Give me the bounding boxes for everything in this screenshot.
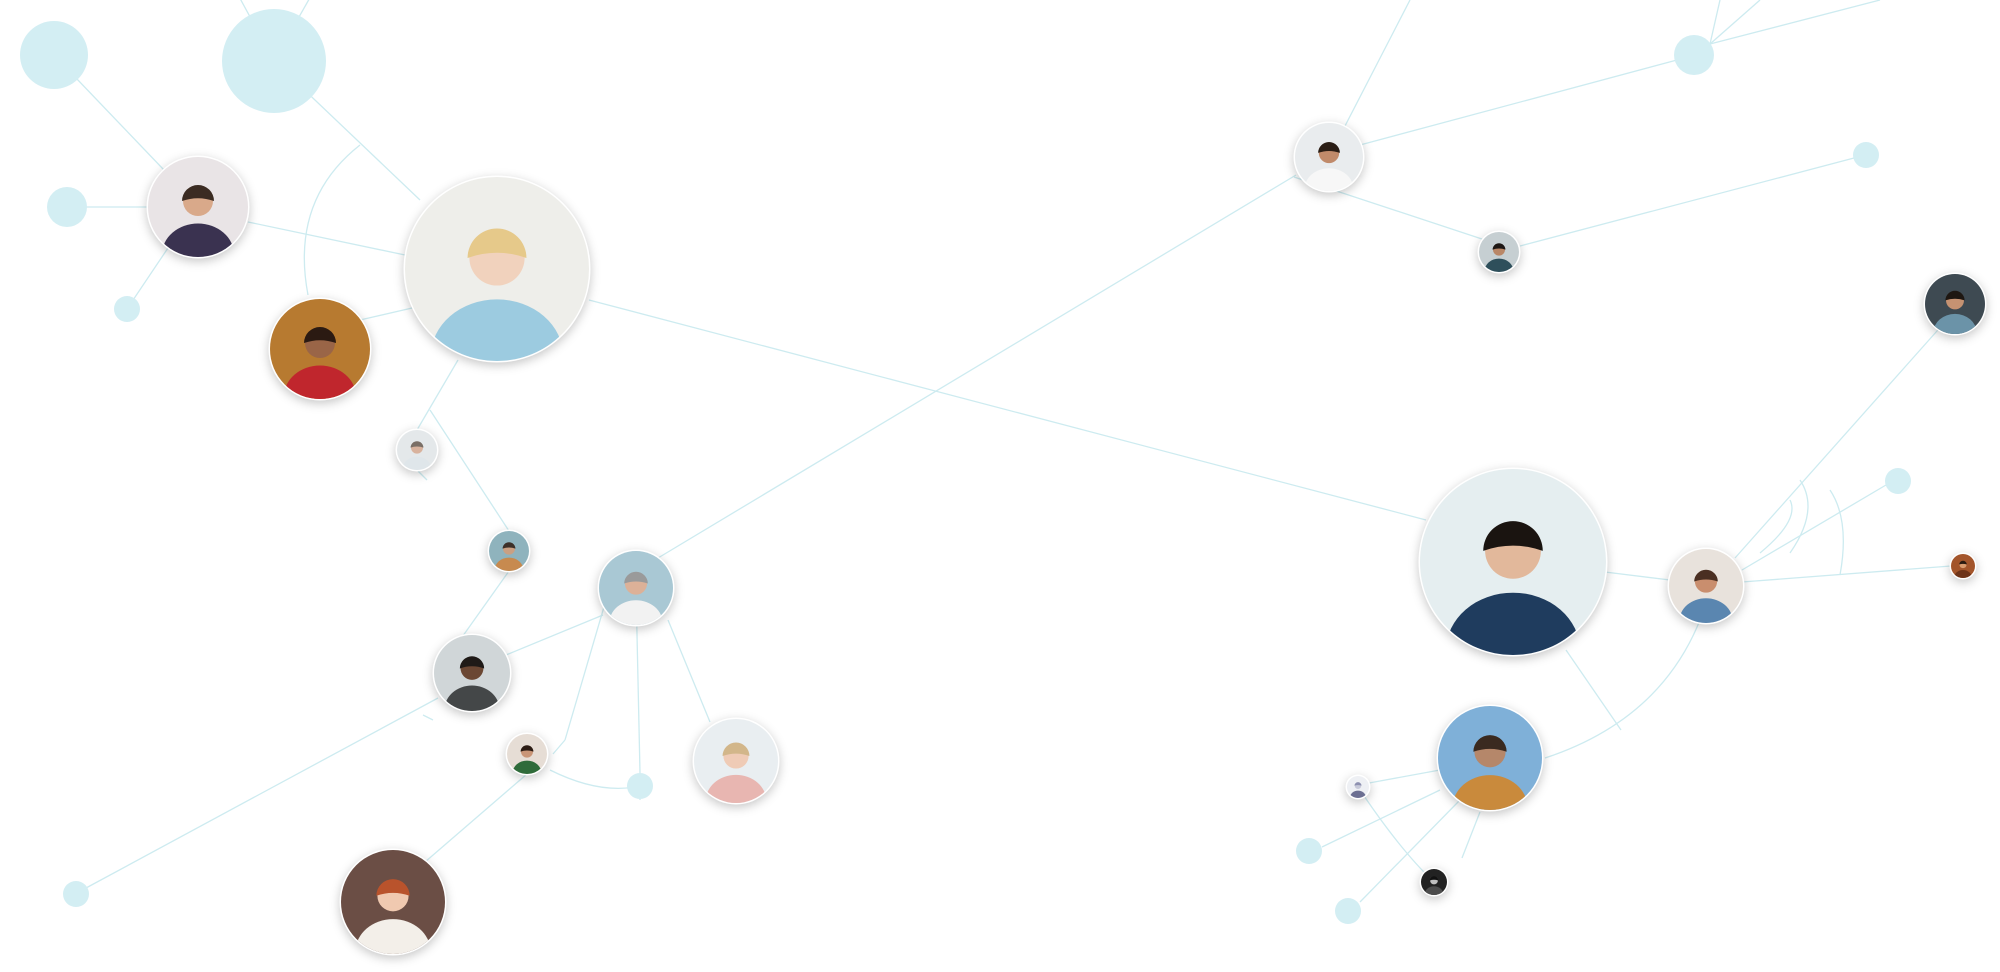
connection-line <box>564 599 607 741</box>
avatar-woman-hugging-child[interactable] <box>1667 547 1745 645</box>
avatar-family-field[interactable] <box>1436 704 1544 840</box>
avatar-tiny-flowers[interactable] <box>1345 774 1371 805</box>
connection-line <box>1709 0 1721 45</box>
connection-line <box>459 570 510 641</box>
dot-node-bottom-left[interactable] <box>63 881 89 907</box>
connection-line <box>657 174 1297 559</box>
connection-line <box>85 697 439 889</box>
dot-node-left-small[interactable] <box>114 296 140 322</box>
avatars-layer <box>146 121 1987 972</box>
dot-node-bottom-right-a[interactable] <box>1296 838 1322 864</box>
connection-line <box>416 359 459 431</box>
avatar-man-small-dark[interactable] <box>1477 230 1521 284</box>
avatar-mother-daughter-couch[interactable] <box>403 175 591 414</box>
avatar-man-plaid-shirt[interactable] <box>1923 272 1987 352</box>
connection-line <box>1461 811 1481 859</box>
connection-line <box>1734 321 1946 559</box>
connection-line <box>1359 59 1678 146</box>
connection-line <box>1519 157 1855 247</box>
connection-line <box>422 714 434 721</box>
connection-line <box>1359 799 1461 903</box>
connection-line <box>667 619 711 723</box>
avatar-mother-two-babies[interactable] <box>339 848 447 972</box>
avatar-bald-man-glasses[interactable] <box>395 428 439 482</box>
connection-line <box>1321 789 1441 848</box>
connection-line <box>1565 649 1622 731</box>
connection-line <box>1741 565 1952 583</box>
connection-curve <box>1759 499 1793 554</box>
connection-line <box>1368 769 1441 784</box>
dot-node-left-medium[interactable] <box>47 187 87 227</box>
dot-node-bottom-right-b[interactable] <box>1335 898 1361 924</box>
avatar-doctor-white-coat[interactable] <box>1293 121 1365 211</box>
avatar-older-man-laptop[interactable] <box>597 549 675 647</box>
connection-curve <box>1544 619 1701 759</box>
dot-node-top-left-large[interactable] <box>20 21 88 89</box>
avatar-man-gray-shirt-phone[interactable] <box>432 633 512 733</box>
connection-curve <box>1829 489 1844 576</box>
dot-node-top-left-xlarge[interactable] <box>222 9 326 113</box>
connection-curve <box>549 769 641 789</box>
connection-line <box>1709 0 1881 45</box>
avatar-tiny-dark[interactable] <box>1419 867 1449 903</box>
dot-node-center-bottom[interactable] <box>627 773 653 799</box>
connection-curve <box>303 144 361 296</box>
connection-line <box>1709 0 1761 45</box>
avatar-tiny-brown[interactable] <box>1949 552 1977 585</box>
connection-line <box>247 221 406 256</box>
connection-curve <box>1357 786 1435 883</box>
dot-node-right-upper[interactable] <box>1853 142 1879 168</box>
connection-line <box>429 409 510 532</box>
connection-line <box>1741 484 1887 571</box>
dots-layer <box>20 9 1911 924</box>
avatar-family-couple-child[interactable] <box>1418 467 1608 709</box>
connection-line <box>424 773 528 863</box>
dot-node-right-middle[interactable] <box>1885 468 1911 494</box>
avatar-couple-small[interactable] <box>505 732 549 786</box>
avatar-man-suit-phone[interactable] <box>146 155 250 286</box>
connection-curve <box>1789 479 1809 554</box>
connection-line <box>488 614 604 663</box>
connection-line <box>552 739 566 755</box>
avatar-woman-curly-hair-phone[interactable] <box>268 297 372 428</box>
connection-line <box>1604 571 1671 581</box>
connection-line <box>588 299 1427 521</box>
links-layer <box>53 0 1952 903</box>
connection-line <box>416 469 428 481</box>
avatar-person-small[interactable] <box>487 529 531 583</box>
dot-node-top-right[interactable] <box>1674 35 1714 75</box>
avatar-older-woman-glasses[interactable] <box>692 717 780 827</box>
